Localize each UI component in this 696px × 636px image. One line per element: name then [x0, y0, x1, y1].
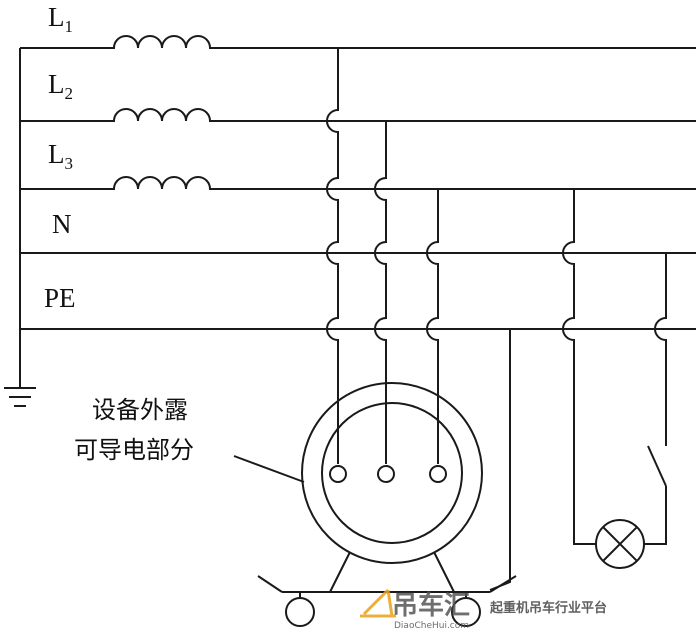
l1-bus-line: [20, 35, 696, 49]
switch-icon: [647, 445, 667, 487]
label-pe: PE: [44, 283, 76, 313]
l3-bus-line: [20, 176, 696, 190]
callout-line-1: 设备外露: [92, 396, 188, 424]
label-l3: L3: [48, 139, 73, 173]
crane-logo-icon: [360, 588, 396, 618]
watermark-url: DiaoCheHui.com: [394, 621, 469, 631]
watermark-brand: 吊车汇: [392, 590, 470, 621]
motor-terminal-3: [429, 465, 447, 483]
label-n: N: [52, 209, 72, 239]
callout-line-2: 可导电部分: [74, 436, 194, 464]
callout-leader-line: [233, 455, 305, 483]
motor-wire-l2: [374, 121, 387, 464]
lamp-wire-return: [644, 486, 667, 545]
ground-icon: [4, 387, 36, 407]
watermark-slogan: 起重机吊车行业平台: [489, 600, 607, 616]
watermark: 吊车汇 DiaoCheHui.com 起重机吊车行业平台: [360, 588, 607, 631]
lamp-wire-n: [654, 253, 667, 446]
l2-bus-line: [20, 108, 696, 122]
motor-wire-l3: [426, 189, 439, 464]
motor-pe-wire: [489, 329, 511, 591]
label-l1: L1: [48, 2, 73, 36]
motor-terminal-2: [377, 465, 395, 483]
lamp-wire-l3: [562, 189, 596, 545]
label-l2: L2: [48, 69, 73, 103]
motor-icon: [301, 382, 483, 564]
motor-terminal-1: [329, 465, 347, 483]
lamp-icon: [595, 519, 645, 569]
motor-wire-l1: [326, 48, 339, 464]
